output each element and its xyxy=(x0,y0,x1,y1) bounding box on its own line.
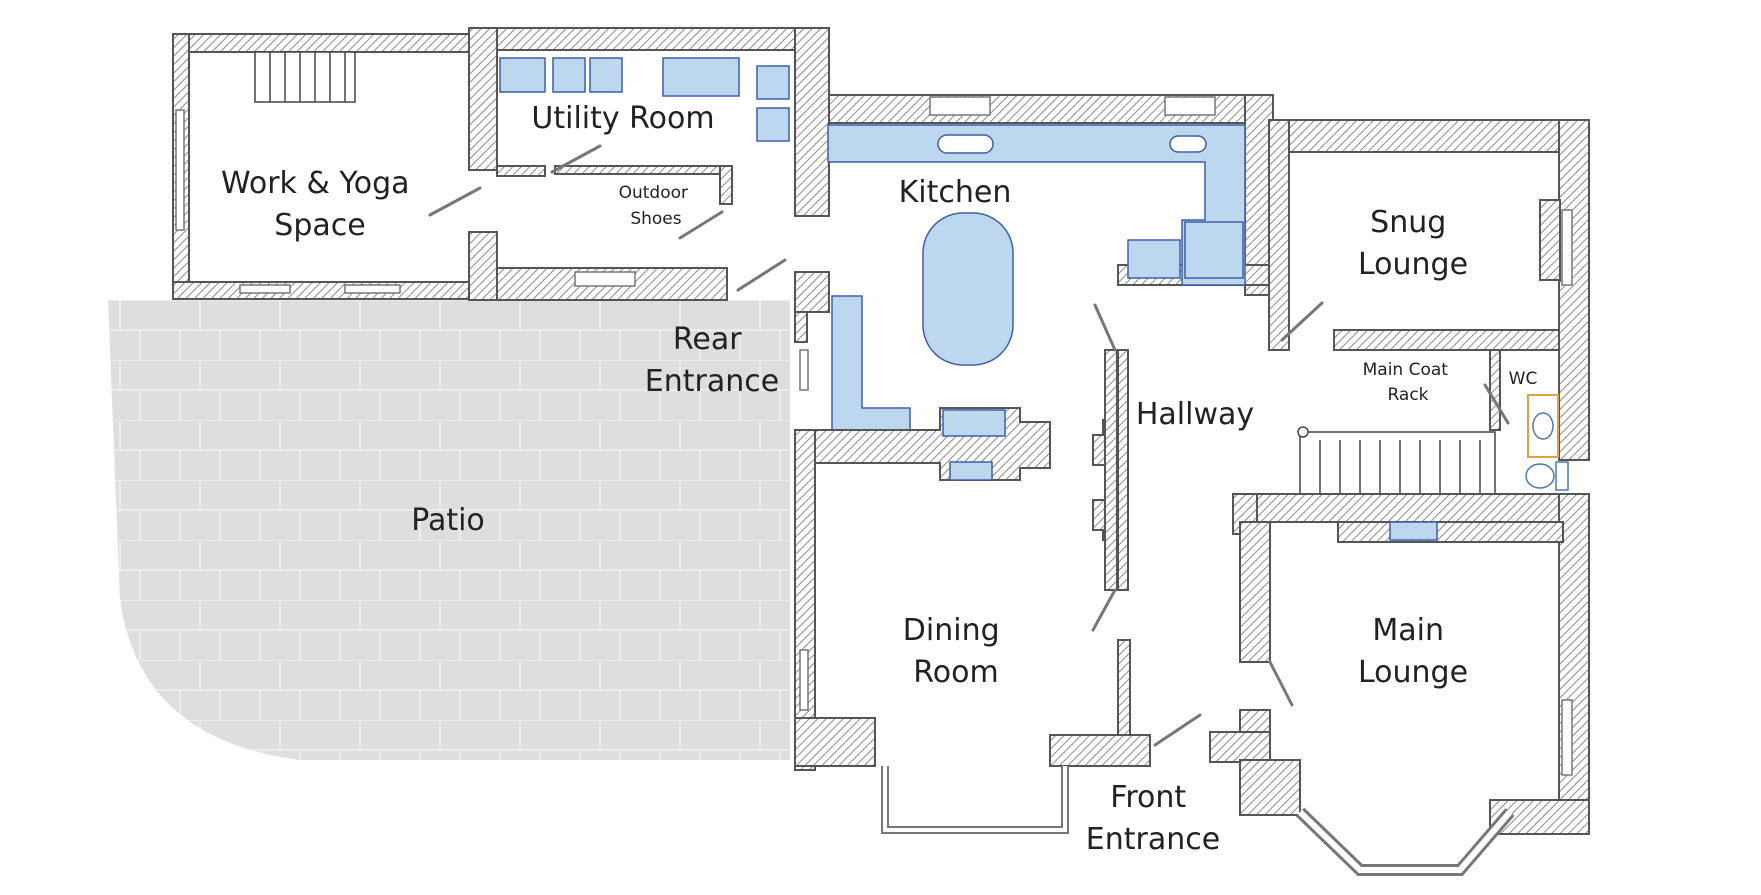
wc-label: WC xyxy=(1509,369,1538,389)
work-space-stairs xyxy=(254,51,356,103)
kitchen-fixtures xyxy=(827,124,1246,437)
doors xyxy=(428,144,1510,747)
kitchen-label: Kitchen xyxy=(899,175,1012,210)
work-yoga-label: Work & Yoga Space xyxy=(221,166,419,243)
hallway-partitions xyxy=(1092,349,1118,591)
rear-entrance-label: Rear Entrance xyxy=(645,322,779,399)
main-coat-rack-label: Main Coat Rack xyxy=(1363,360,1454,405)
patio-label: Patio xyxy=(411,503,485,538)
outdoor-shoes-label: Outdoor Shoes xyxy=(619,183,694,229)
utility-room-label: Utility Room xyxy=(531,101,714,136)
utility-room-walls xyxy=(468,27,830,301)
snug-lounge-label: Snug Lounge xyxy=(1358,205,1468,282)
dining-room-label: Dining Room xyxy=(903,613,1009,690)
snug-lounge-walls xyxy=(1268,119,1590,461)
room-labels: Work & Yoga Space Utility Room Outdoor S… xyxy=(221,101,1537,857)
utility-fixtures xyxy=(499,57,790,142)
hallway-stairs xyxy=(1297,426,1496,495)
work-yoga-walls xyxy=(172,33,470,300)
main-lounge-label: Main Lounge xyxy=(1358,613,1468,690)
chimney-breast xyxy=(804,407,1051,481)
front-entrance-label: Front Entrance xyxy=(1086,780,1220,857)
hallway-label: Hallway xyxy=(1136,397,1254,432)
wc-fixtures xyxy=(1489,349,1569,491)
main-lounge-walls xyxy=(1209,493,1590,876)
patio-area xyxy=(108,300,790,760)
